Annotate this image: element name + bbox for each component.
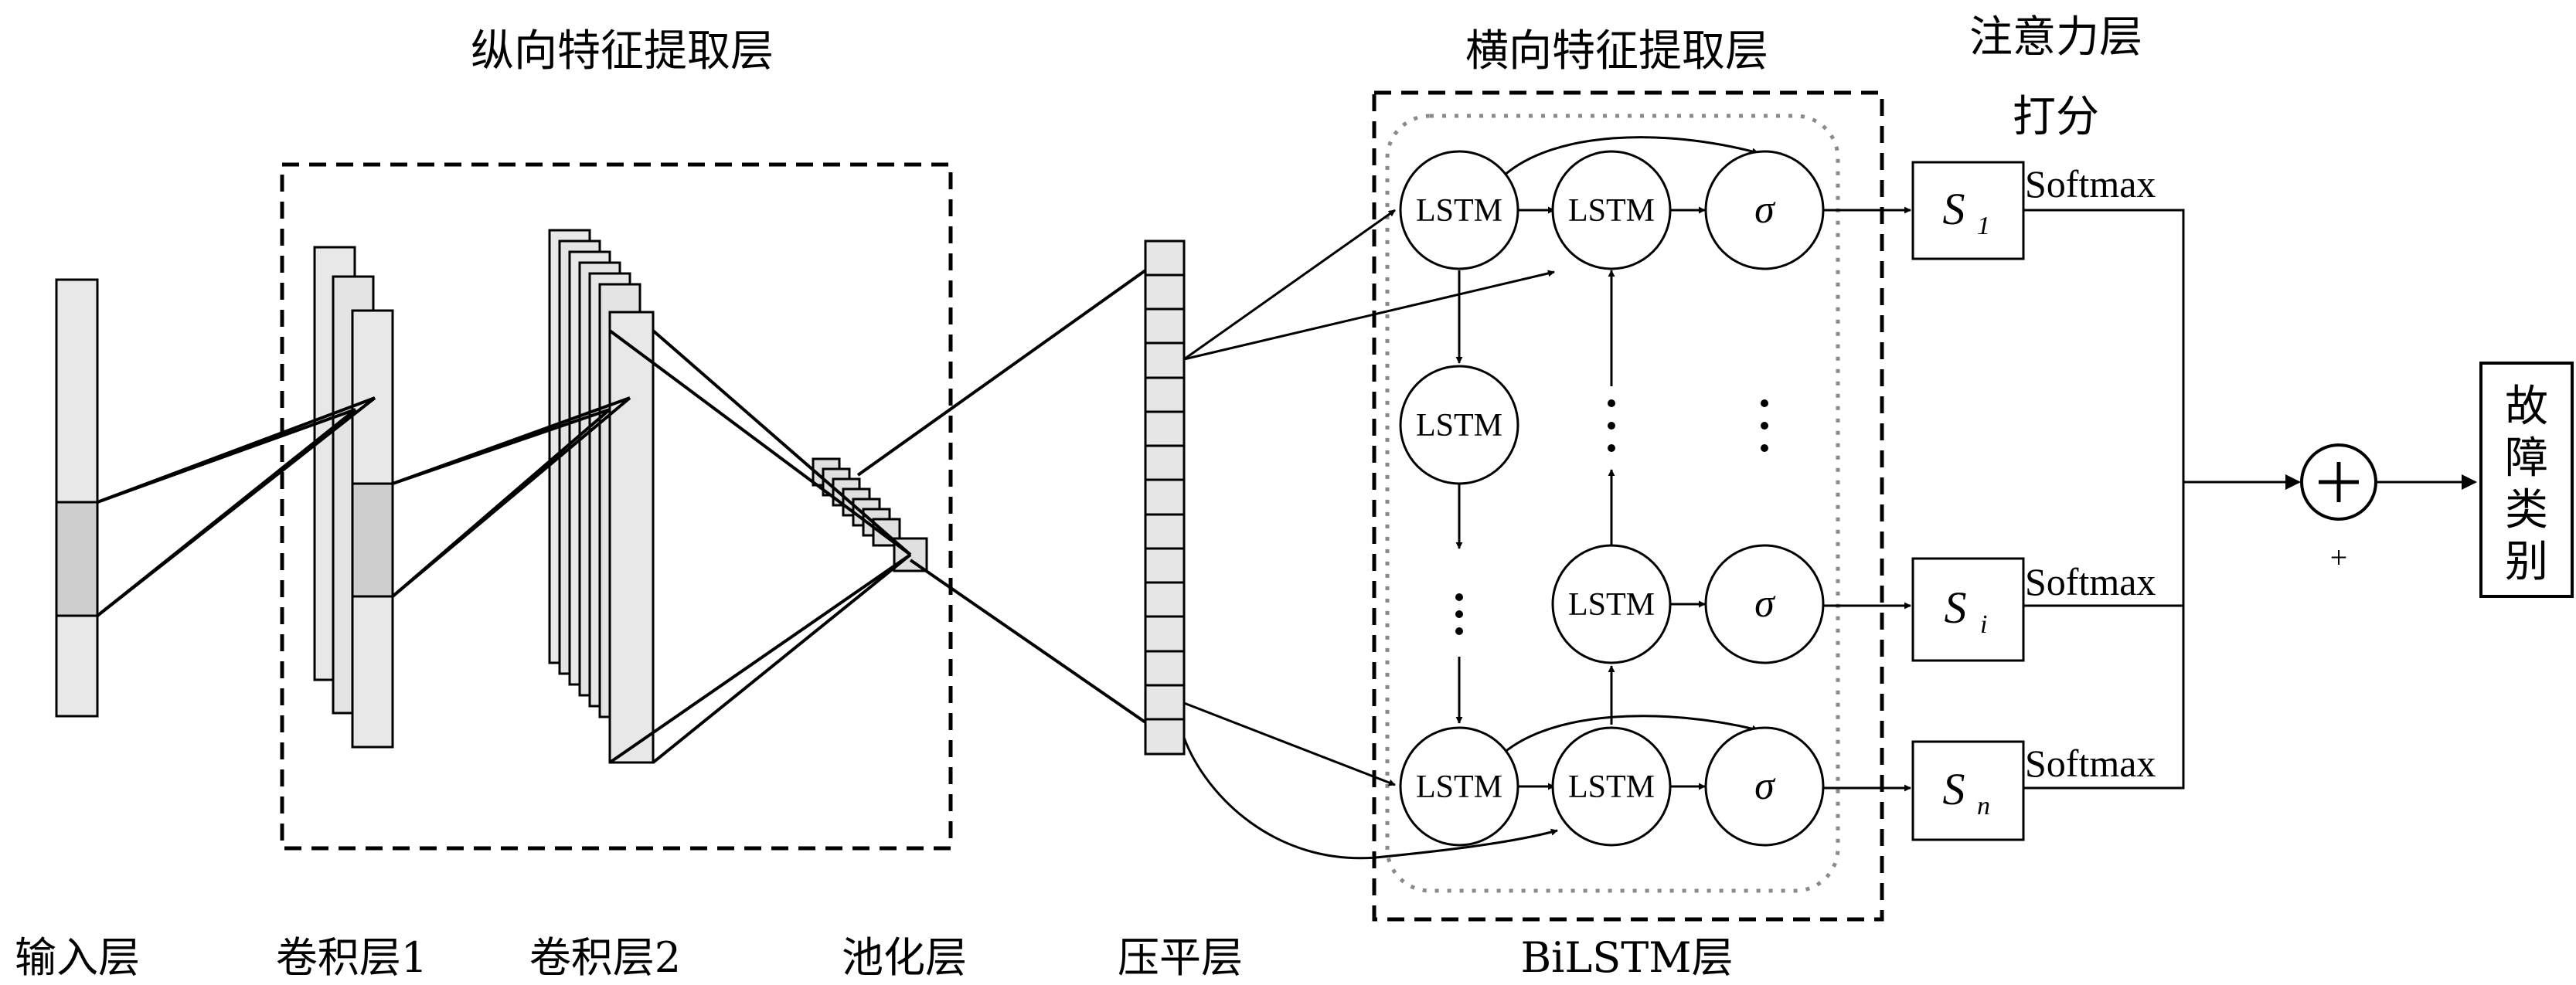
input-layer-label: 输入层: [15, 933, 140, 982]
vertical-extraction-title: 纵向特征提取层: [471, 26, 774, 76]
output-label-char-3: 类: [2505, 485, 2548, 535]
lstm-cell-i: LSTM: [1551, 544, 1672, 664]
pooling-layer: [812, 457, 928, 572]
pool-layer-label: 池化层: [842, 933, 967, 982]
sum-node: [2300, 443, 2377, 521]
sum-symbol-label: +: [2330, 540, 2348, 575]
vertical-extraction-box: [280, 162, 953, 851]
sigma-cell-top: σ: [1704, 150, 1825, 270]
flatten-to-lstm-arrows: [1183, 209, 1558, 860]
attention-layer-title: 注意力层: [1969, 12, 2142, 63]
score-box-si: S i: [1911, 557, 2025, 662]
input-layer: [55, 278, 99, 718]
sigma-cell-bottom: σ: [1704, 726, 1825, 847]
ellipsis-left: [1455, 593, 1463, 635]
svg-text:S: S: [1945, 583, 1967, 633]
conv2-label: 卷积层2: [529, 933, 681, 982]
sigma-to-score-arrows: [1823, 206, 1911, 792]
svg-text:LSTM: LSTM: [1568, 193, 1655, 229]
flatten-layer-label: 压平层: [1118, 933, 1243, 982]
svg-text:LSTM: LSTM: [1568, 587, 1655, 623]
output-box: 故 障 类 别: [2479, 362, 2574, 598]
lstm-cell-bottom-1: LSTM: [1399, 726, 1519, 847]
bilstm-layer-label: BiLSTM层: [1520, 933, 1733, 982]
lstm-cell-bottom-2: LSTM: [1551, 726, 1672, 847]
svg-text:i: i: [1980, 610, 1987, 639]
conv-layer-1: [313, 246, 394, 749]
score-box-s1: S 1: [1911, 161, 2025, 260]
lstm-cell-top-1: LSTM: [1399, 150, 1519, 270]
softmax-label-i: Softmax: [2025, 560, 2156, 603]
conv1-label: 卷积层1: [276, 933, 427, 982]
horizontal-extraction-title: 横向特征提取层: [1465, 26, 1768, 76]
scoring-title: 打分: [2013, 92, 2099, 142]
lstm-cell-middle-left: LSTM: [1399, 365, 1519, 485]
svg-text:n: n: [1977, 792, 1990, 820]
svg-text:LSTM: LSTM: [1416, 408, 1502, 443]
softmax-merge-lines: [2023, 209, 2301, 790]
lstm-cell-top-2: LSTM: [1551, 150, 1672, 270]
ellipsis-center: [1608, 399, 1615, 452]
output-label-char-2: 障: [2505, 433, 2548, 484]
svg-text:σ: σ: [1754, 582, 1776, 626]
bilstm-box: [1372, 90, 1884, 922]
svg-text:σ: σ: [1754, 764, 1776, 808]
score-box-sn: S n: [1911, 740, 2025, 841]
sigma-cell-i: σ: [1704, 544, 1825, 664]
svg-text:S: S: [1943, 184, 1965, 234]
svg-text:σ: σ: [1754, 188, 1776, 232]
softmax-label-1: Softmax: [2025, 162, 2156, 205]
svg-text:LSTM: LSTM: [1416, 193, 1502, 229]
output-label-char-4: 别: [2505, 537, 2548, 587]
ellipsis-right: [1761, 399, 1768, 452]
lstm-connections: [1455, 136, 1759, 790]
svg-text:LSTM: LSTM: [1568, 769, 1655, 805]
conv-layer-2: [548, 229, 655, 764]
receptive-field-lines: [96, 269, 1147, 764]
output-label-char-1: 故: [2505, 382, 2548, 432]
svg-text:S: S: [1943, 764, 1965, 814]
softmax-label-n: Softmax: [2025, 742, 2156, 785]
svg-text:LSTM: LSTM: [1416, 769, 1502, 805]
bilstm-inner-dotted-box: [1385, 114, 1840, 893]
svg-text:1: 1: [1977, 212, 1990, 240]
flatten-layer: [1144, 239, 1186, 756]
